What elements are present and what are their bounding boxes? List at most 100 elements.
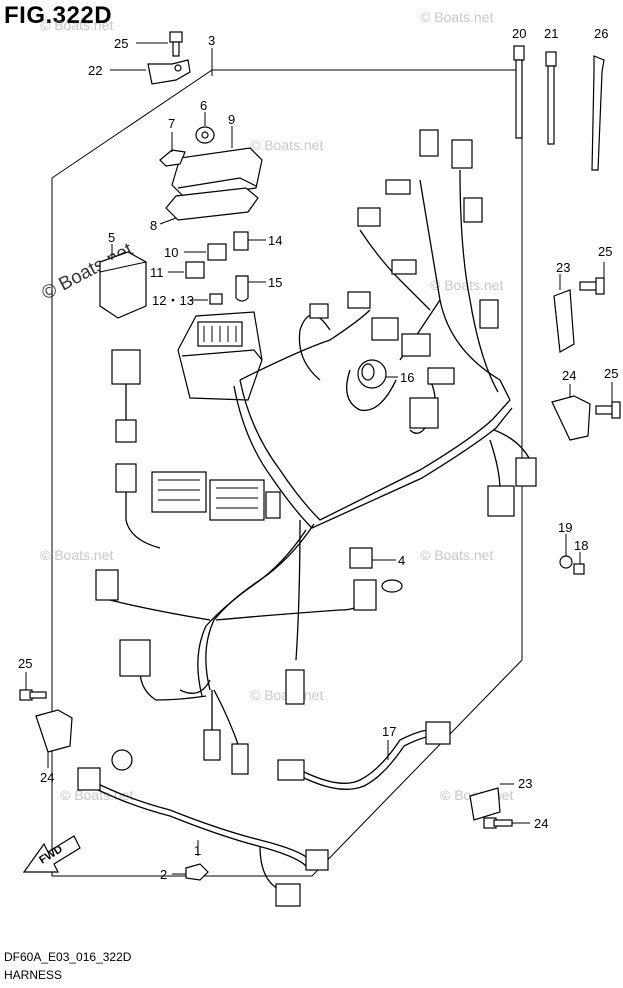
callout-16: 16	[400, 370, 414, 385]
callout-14: 14	[268, 233, 282, 248]
fuse-12-13	[209, 293, 223, 305]
callout-5: 5	[108, 230, 115, 245]
connector	[347, 291, 371, 309]
callout-25: 25	[114, 36, 128, 51]
callout-22: 22	[88, 63, 102, 78]
callout-25: 25	[604, 366, 618, 381]
callout-4: 4	[398, 553, 405, 568]
bolt-25-top	[169, 31, 183, 57]
watermarks: © Boats.net © Boats.net © Boats.net © Bo…	[38, 9, 513, 803]
cable-tie-26	[591, 55, 605, 171]
bracket-22	[147, 59, 191, 85]
callout-2: 2	[160, 867, 167, 882]
callout-23: 23	[518, 776, 532, 791]
multi-pin-connector	[151, 471, 207, 513]
bolt-24	[483, 817, 513, 829]
callout-6: 6	[200, 98, 207, 113]
connector	[371, 317, 399, 341]
watermark: © Boats.net	[40, 17, 113, 33]
grommet-6	[195, 126, 215, 144]
nut-2	[185, 863, 209, 881]
connector	[479, 299, 499, 329]
connector	[95, 569, 119, 601]
connector	[231, 743, 249, 775]
bracket-24	[35, 709, 73, 753]
ring-terminal	[381, 579, 403, 593]
cable-tie-20	[513, 45, 525, 139]
relay-10	[207, 243, 227, 261]
connector	[401, 333, 431, 357]
battery-harness-1	[77, 749, 329, 907]
connector	[391, 259, 417, 275]
watermark: © Boats.net	[420, 9, 493, 25]
bracket-23	[553, 289, 575, 353]
connector	[427, 367, 455, 385]
callout-23: 23	[556, 260, 570, 275]
connector	[357, 207, 381, 227]
multi-pin-connector	[209, 479, 265, 521]
main-harness-3	[102, 169, 531, 751]
fuse-box-body	[177, 311, 263, 401]
connector-4	[349, 547, 373, 569]
connector	[451, 139, 473, 169]
callout-25: 25	[18, 656, 32, 671]
connector	[115, 419, 137, 443]
callout-24: 24	[534, 816, 548, 831]
seal-8	[165, 187, 259, 221]
bolt-25	[19, 689, 47, 701]
figure-title: FIG.322D	[4, 2, 113, 29]
callout-21: 21	[544, 26, 558, 41]
callout-17: 17	[382, 724, 396, 739]
bolt-25	[595, 401, 621, 419]
relay-11	[185, 261, 205, 279]
sensor-16	[357, 359, 387, 389]
wire	[125, 492, 161, 549]
callout-labels: 3 25 22 6 9 7 8 5 10 14 11 15 12・13 16 4…	[18, 26, 618, 882]
callout-20: 20	[512, 26, 526, 41]
relay-14	[233, 231, 249, 251]
callout-25: 25	[598, 244, 612, 259]
connector	[419, 129, 439, 157]
cable-tie-21	[545, 51, 557, 145]
callout-19: 19	[558, 520, 572, 535]
callout-24: 24	[562, 368, 576, 383]
callout-26: 26	[594, 26, 608, 41]
callout-9: 9	[228, 112, 235, 127]
sub-harness-17	[277, 721, 451, 790]
watermark: © Boats.net	[250, 137, 323, 153]
callout-10: 10	[164, 245, 178, 260]
connector	[463, 197, 483, 223]
connector	[385, 179, 411, 195]
bracket-23	[469, 787, 501, 821]
bracket-24	[551, 395, 591, 441]
leader-line	[159, 217, 177, 225]
connector	[203, 729, 221, 761]
cap-15	[235, 275, 249, 302]
callout-24: 24	[40, 770, 54, 785]
relay-5	[99, 251, 147, 319]
diagram-code: DF60A_E03_016_322D	[4, 950, 132, 964]
clip-7	[159, 149, 186, 167]
nut-18	[573, 563, 585, 575]
watermark: © Boats.net	[420, 547, 493, 563]
connector-housing	[111, 349, 141, 385]
callout-3: 3	[208, 33, 215, 48]
connector	[515, 457, 537, 487]
connector	[309, 303, 329, 319]
callout-15: 15	[268, 275, 282, 290]
connector	[409, 397, 439, 429]
callout-7: 7	[168, 116, 175, 131]
connector	[115, 463, 137, 493]
callout-18: 18	[574, 538, 588, 553]
callout-12-13: 12・13	[152, 293, 194, 308]
diagram-caption: HARNESS	[4, 968, 63, 982]
washer-19	[559, 555, 573, 569]
callout-8: 8	[150, 218, 157, 233]
connector	[119, 639, 151, 677]
fwd-arrow	[22, 835, 81, 873]
bolt-25	[579, 277, 605, 295]
connector	[265, 491, 281, 519]
watermark: © Boats.net	[40, 547, 113, 563]
connector	[353, 579, 377, 611]
